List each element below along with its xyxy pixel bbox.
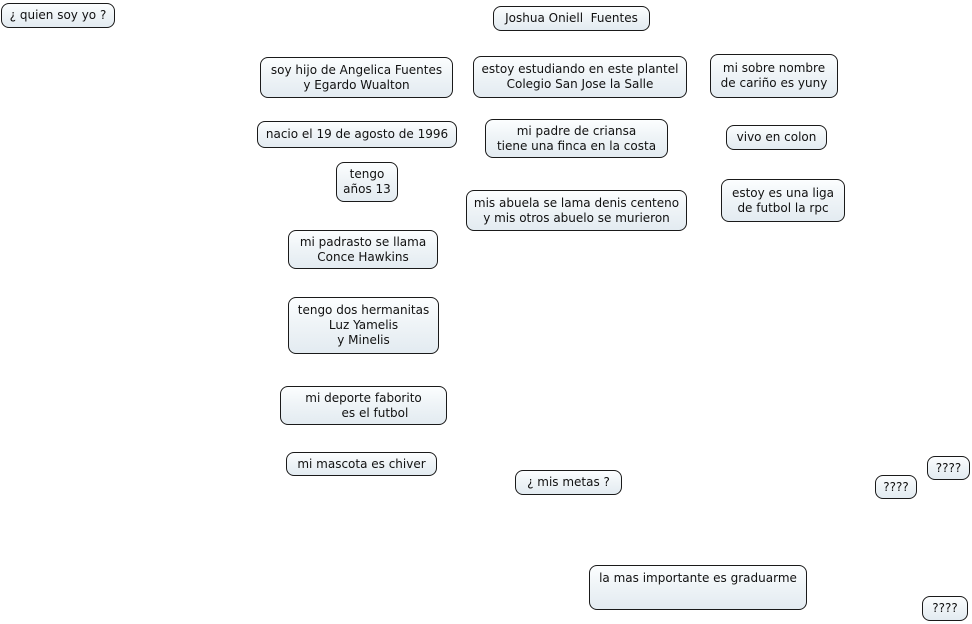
node-plantel[interactable]: estoy estudiando en este plantel Colegio… bbox=[473, 56, 687, 98]
node-desconocido-1[interactable]: ???? bbox=[927, 456, 970, 480]
node-liga-futbol[interactable]: estoy es una liga de futbol la rpc bbox=[721, 179, 845, 222]
node-nombre[interactable]: Joshua Oniell Fuentes bbox=[493, 6, 650, 31]
node-desconocido-2[interactable]: ???? bbox=[875, 475, 917, 499]
node-abuelos[interactable]: mis abuela se lama denis centeno y mis o… bbox=[466, 190, 687, 231]
node-sobrenombre[interactable]: mi sobre nombre de cariño es yuny bbox=[710, 54, 838, 98]
node-mis-metas[interactable]: ¿ mis metas ? bbox=[515, 470, 622, 495]
node-nacimiento[interactable]: nacio el 19 de agosto de 1996 bbox=[257, 121, 457, 148]
node-mascota[interactable]: mi mascota es chiver bbox=[286, 452, 437, 476]
node-meta-graduarme[interactable]: la mas importante es graduarme bbox=[589, 565, 807, 610]
node-residencia[interactable]: vivo en colon bbox=[726, 125, 827, 150]
node-desconocido-3[interactable]: ???? bbox=[922, 596, 968, 621]
node-quien-soy-yo[interactable]: ¿ quien soy yo ? bbox=[1, 3, 115, 28]
node-padrasto[interactable]: mi padrasto se llama Conce Hawkins bbox=[288, 230, 438, 269]
node-padre-criansa[interactable]: mi padre de criansa tiene una finca en l… bbox=[485, 119, 668, 158]
node-hermanitas[interactable]: tengo dos hermanitas Luz Yamelis y Minel… bbox=[288, 297, 439, 354]
node-deporte[interactable]: mi deporte faborito es el futbol bbox=[280, 386, 447, 425]
node-padres[interactable]: soy hijo de Angelica Fuentes y Egardo Wu… bbox=[260, 57, 453, 98]
node-edad[interactable]: tengo años 13 bbox=[336, 162, 398, 202]
